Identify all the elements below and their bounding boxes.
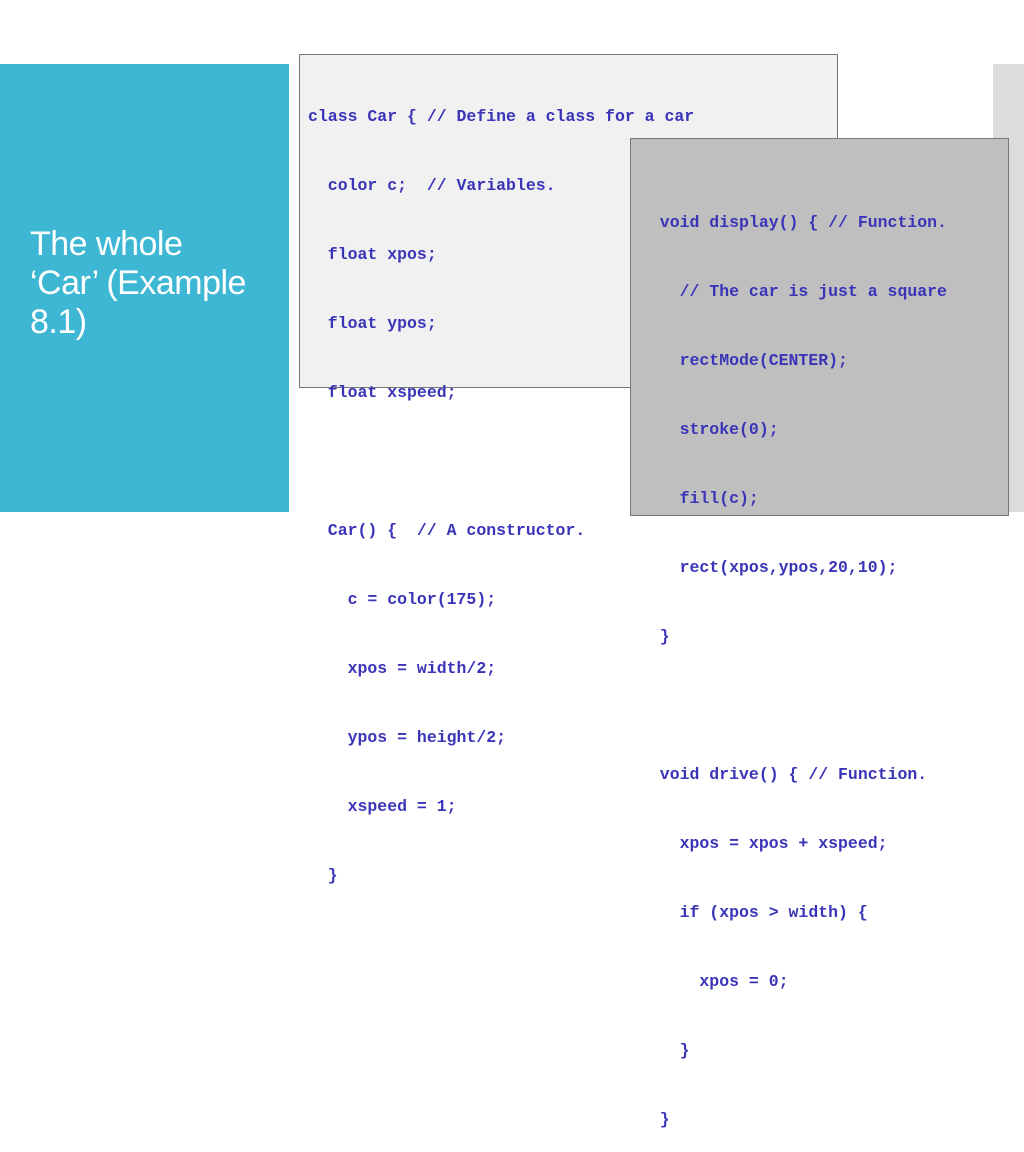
code-line: color c; // Variables. (308, 176, 556, 195)
code-line: if (xpos > width) { (640, 903, 868, 922)
code-line: rect(xpos,ypos,20,10); (640, 558, 898, 577)
code-line: float xspeed; (308, 383, 457, 402)
code-line: c = color(175); (308, 590, 497, 609)
code-line: void display() { // Function. (640, 213, 947, 232)
code-line: } (640, 1110, 670, 1129)
slide-title-line: 8.1) (30, 303, 87, 341)
code-line: xpos = xpos + xspeed; (640, 834, 888, 853)
code-line: rectMode(CENTER); (640, 351, 848, 370)
code-line: } (640, 627, 670, 646)
slide-title-line: ‘Car’ (Example (30, 264, 246, 302)
code-line: Car() { // A constructor. (308, 521, 586, 540)
code-line: fill(c); (640, 489, 759, 508)
code-line: float xpos; (308, 245, 437, 264)
code-line: } (308, 866, 338, 885)
code-line: stroke(0); (640, 420, 779, 439)
code-line (640, 694, 1008, 717)
code-line: } (640, 1041, 690, 1060)
title-panel (0, 64, 289, 512)
code-line: xpos = width/2; (308, 659, 497, 678)
code-line: ypos = height/2; (308, 728, 507, 747)
code-line: float ypos; (308, 314, 437, 333)
code-line: xpos = 0; (640, 972, 789, 991)
code-box-methods: void display() { // Function. // The car… (630, 138, 1009, 1129)
code-line: class Car { // Define a class for a car (308, 107, 695, 126)
slide-title: The whole ‘Car’ (Example 8.1) (30, 225, 280, 342)
slide-title-line: The whole (30, 225, 183, 263)
code-line: void drive() { // Function. (640, 765, 928, 784)
code-line: xspeed = 1; (308, 797, 457, 816)
code-line: // The car is just a square (640, 282, 947, 301)
